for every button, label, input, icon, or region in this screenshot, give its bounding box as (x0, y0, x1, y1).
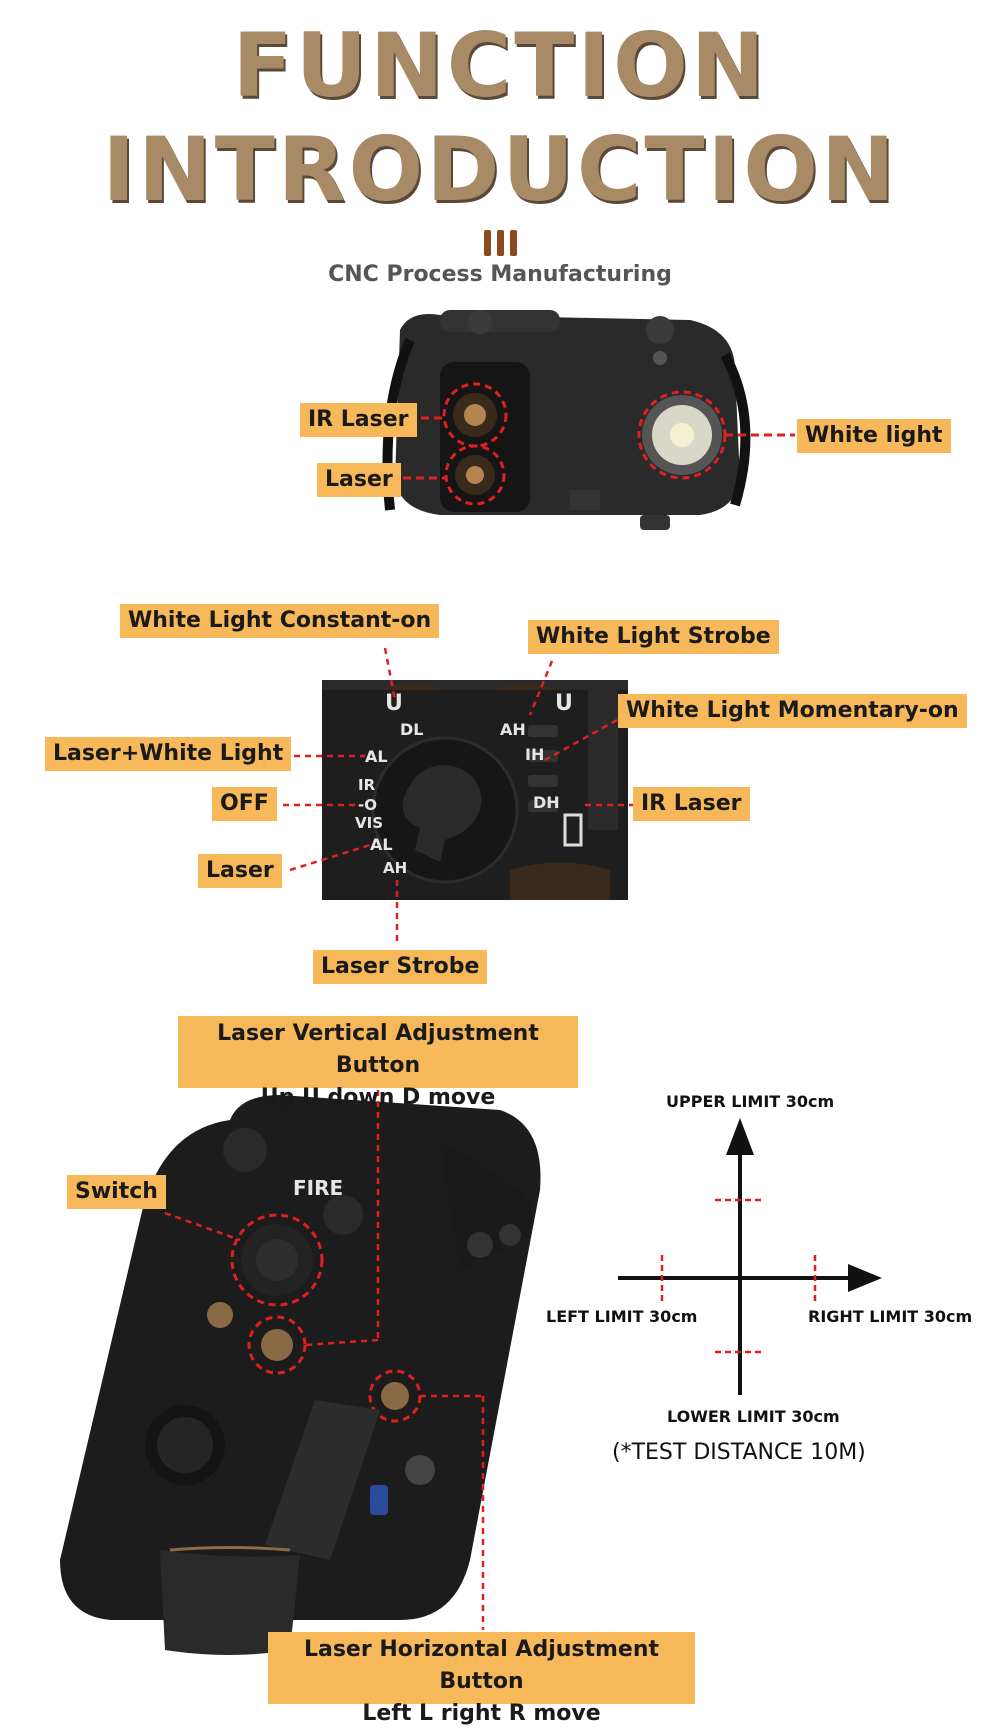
dial-mark-ah-bottom: AH (383, 859, 407, 877)
label-white-light-constant-on: White Light Constant-on (120, 604, 440, 638)
dial-mark-ir: IR (358, 776, 376, 794)
label-vertical-adjustment: Laser Vertical Adjustment Button Up U do… (178, 1016, 578, 1110)
laser-limit-diagram (618, 1118, 882, 1395)
left-limit-label: LEFT LIMIT 30cm (546, 1307, 698, 1326)
divider-bars-icon (484, 230, 517, 256)
dial-mark-dh: DH (533, 793, 560, 812)
device-switch-panel: U DL AH U IH AL IR -O VIS DH AL AH (283, 647, 640, 945)
horizontal-adjustment-line-2: Left L right R move (362, 1701, 601, 1726)
label-off: OFF (212, 787, 277, 821)
title-line-2: INTRODUCTION (102, 118, 898, 221)
label-switch: Switch (67, 1175, 166, 1209)
label-ir-laser-switch: IR Laser (633, 787, 750, 821)
subtitle: CNC Process Manufacturing (328, 262, 672, 287)
label-white-light: White light (797, 419, 951, 453)
dial-mark-ih: IH (525, 745, 544, 764)
title-line-1: FUNCTION (232, 14, 768, 117)
label-ir-laser-front: IR Laser (300, 403, 417, 437)
horizontal-adjustment-line-1: Laser Horizontal Adjustment Button (303, 1637, 660, 1694)
device-fire-label: FIRE (293, 1176, 343, 1200)
dial-mark-u-right: U (555, 691, 573, 716)
device-front-view (382, 310, 795, 530)
vertical-adjustment-line-2: Up U down D move (260, 1085, 496, 1110)
upper-limit-label: UPPER LIMIT 30cm (666, 1092, 835, 1111)
label-laser-front: Laser (317, 463, 401, 497)
device-angled-view: FIRE (60, 1090, 541, 1655)
test-distance-note: (*TEST DISTANCE 10M) (612, 1440, 866, 1465)
dial-mark-u-left: U (385, 691, 403, 716)
label-laser-switch: Laser (198, 854, 282, 888)
dial-mark-al-bottom: AL (370, 835, 393, 854)
dial-mark-vis: VIS (355, 814, 383, 832)
dial-mark-off: -O (358, 796, 377, 814)
label-white-light-strobe: White Light Strobe (528, 620, 779, 654)
label-horizontal-adjustment: Laser Horizontal Adjustment Button Left … (268, 1632, 695, 1726)
right-limit-label: RIGHT LIMIT 30cm (808, 1307, 973, 1326)
dial-mark-ah-top: AH (500, 720, 526, 739)
vertical-adjustment-line-1: Laser Vertical Adjustment Button (217, 1021, 539, 1078)
label-laser-white-light: Laser+White Light (45, 737, 292, 771)
label-laser-strobe: Laser Strobe (313, 950, 488, 984)
lower-limit-label: LOWER LIMIT 30cm (667, 1407, 840, 1426)
label-white-light-momentary-on: White Light Momentary-on (618, 694, 967, 728)
dial-mark-al-top: AL (365, 747, 388, 766)
dial-mark-dl: DL (400, 720, 423, 739)
